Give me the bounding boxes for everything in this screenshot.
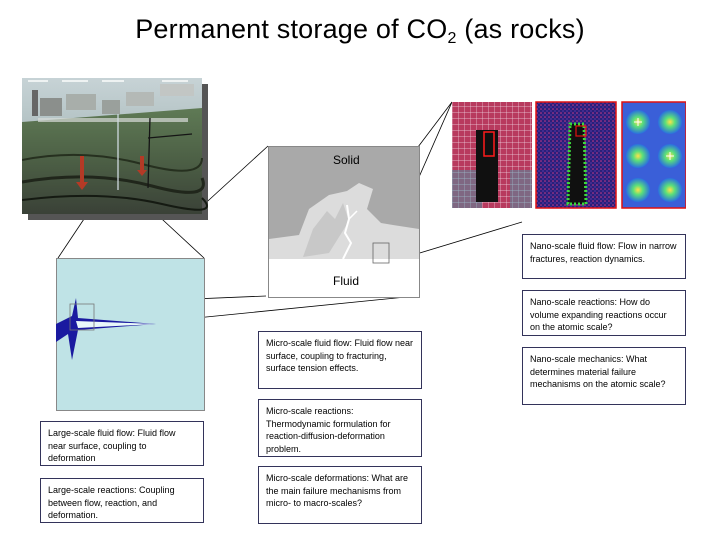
large-scale-fluid-flow-caption: Large-scale fluid flow: Fluid flow near … xyxy=(40,421,204,466)
micro-scale-reactions-caption: Micro-scale reactions: Thermodynamic for… xyxy=(258,399,422,457)
micro-scale-fluid-flow-caption: Micro-scale fluid flow: Fluid flow near … xyxy=(258,331,422,389)
reservoir-illustration xyxy=(22,78,208,220)
solid-label: Solid xyxy=(333,153,360,167)
nano-scale-fluid-flow-caption: Nano-scale fluid flow: Flow in narrow fr… xyxy=(522,234,686,279)
micro-scale-deformations-caption: Micro-scale deformations: What are the m… xyxy=(258,466,422,524)
nano-scale-reactions-caption: Nano-scale reactions: How do volume expa… xyxy=(522,290,686,336)
micro-scale-panel: Solid Fluid xyxy=(268,146,420,298)
title-suffix: (as rocks) xyxy=(456,14,585,44)
nano-scale-mechanics-caption: Nano-scale mechanics: What determines ma… xyxy=(522,347,686,405)
micro-fracture-shape xyxy=(269,183,419,297)
large-scale-fracture-panel xyxy=(56,258,205,411)
nano-scale-images xyxy=(452,101,686,209)
title-subscript: 2 xyxy=(447,30,457,47)
title-prefix: Permanent storage of CO xyxy=(135,14,448,44)
connector-line xyxy=(197,145,269,211)
connector-line xyxy=(417,101,453,148)
large-scale-reactions-caption: Large-scale reactions: Coupling between … xyxy=(40,478,204,523)
fluid-label: Fluid xyxy=(333,274,360,288)
slide-title: Permanent storage of CO2 (as rocks) xyxy=(0,14,720,48)
